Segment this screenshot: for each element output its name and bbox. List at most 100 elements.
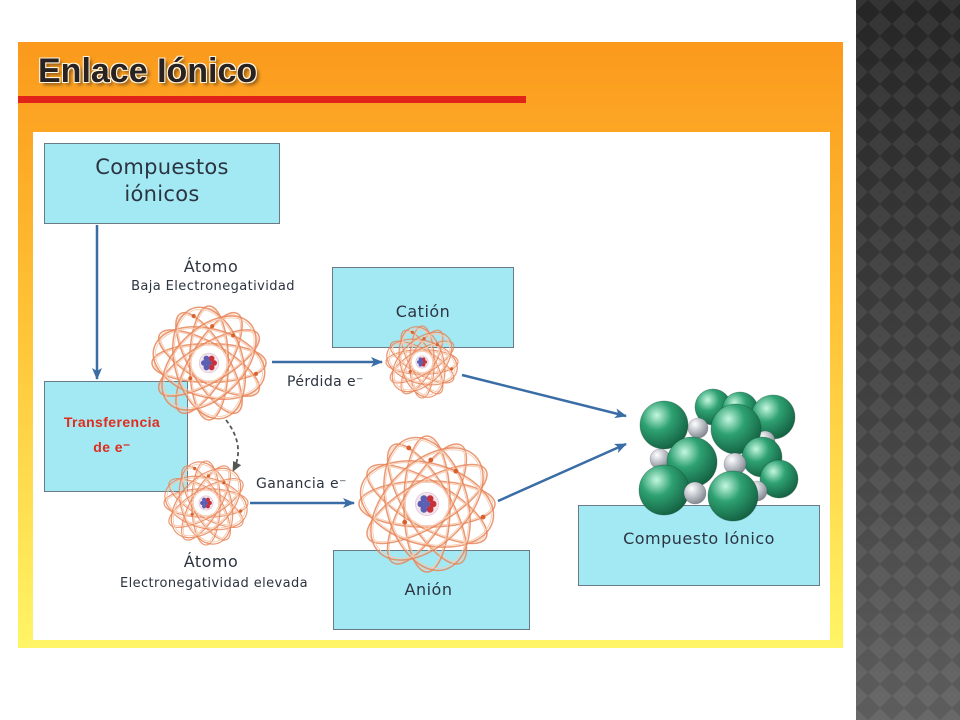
atom-orbit-highlight: [400, 328, 444, 396]
proton: [207, 500, 212, 506]
atom-orbit-highlight: [388, 445, 466, 563]
atom-orbit-highlight: [180, 463, 232, 543]
proton: [429, 500, 437, 508]
neutron: [200, 500, 205, 506]
electron-loss-label: Pérdida e⁻: [287, 374, 364, 390]
electron: [406, 445, 412, 451]
atom-orbit: [366, 463, 488, 545]
atom-orbit: [178, 461, 234, 545]
atom-orbit: [359, 460, 495, 548]
proton: [205, 497, 210, 502]
neutron: [203, 364, 210, 371]
neutron: [420, 360, 424, 364]
proton: [208, 364, 215, 371]
atom-orbit: [391, 331, 453, 393]
atom-orbit-highlight: [362, 462, 492, 546]
atom-orbit-highlight: [385, 439, 469, 569]
atom-orbit: [403, 435, 451, 573]
electron: [435, 343, 439, 347]
box-label: Catión: [395, 301, 451, 321]
electron-gain-label: Ganancia e⁻: [256, 476, 347, 492]
atom-sublabel-low-electronegativity: Baja Electronegatividad: [131, 279, 295, 294]
electron: [402, 519, 408, 525]
neutron: [420, 495, 428, 503]
electron: [191, 314, 196, 318]
dashed-electron-transfer-arrow: [225, 419, 242, 472]
atom-orbit-highlight: [372, 449, 482, 559]
box-line: Compuestos: [95, 155, 229, 179]
title-underline-bar: [18, 96, 526, 103]
atom-orbit-highlight: [360, 482, 494, 526]
neutron: [206, 360, 212, 366]
atom-orbit: [151, 342, 267, 384]
arrow-anion-to-compound: [497, 442, 627, 503]
electron: [188, 376, 193, 381]
gray-sphere: [683, 481, 707, 505]
atom-orbit: [152, 326, 266, 400]
atom-orbit: [358, 480, 496, 528]
neutron: [203, 500, 209, 506]
electron: [450, 367, 454, 371]
electron: [206, 474, 210, 478]
proton: [426, 495, 434, 503]
neutron: [423, 500, 431, 508]
box-cation: Catión: [332, 267, 514, 348]
atom-orbit-highlight: [172, 469, 240, 537]
atom-orbit-highlight: [154, 328, 264, 398]
atom-sublabel-high-electronegativity: Electronegatividad elevada: [119, 576, 309, 591]
box-transferencia: Transferencia de e⁻: [44, 381, 188, 492]
proton: [208, 355, 215, 362]
atom-orbit-highlight: [174, 308, 244, 418]
box-label: Anión: [404, 580, 453, 599]
electron: [480, 514, 486, 520]
electron: [453, 468, 459, 474]
proton: [211, 360, 218, 366]
atom-orbit: [386, 443, 468, 565]
atom-orbit: [389, 340, 455, 384]
atom-orbit: [164, 475, 248, 531]
neutron: [417, 360, 421, 364]
neutron: [418, 363, 423, 367]
atom-orbit: [157, 329, 261, 397]
atom-orbit: [175, 311, 243, 415]
proton: [426, 505, 434, 513]
box-anion: Anión: [333, 550, 530, 630]
gray-sphere: [687, 417, 709, 439]
anion-atom-icon: [358, 435, 496, 573]
atom-orbit: [172, 306, 246, 420]
electron: [410, 330, 414, 334]
electron: [428, 457, 434, 463]
proton: [205, 504, 210, 509]
atom-orbit: [170, 467, 242, 539]
electron: [408, 370, 412, 374]
atom-orbit: [188, 305, 230, 421]
atom-icon-high-electronegativity: [163, 460, 249, 546]
neutron: [202, 497, 207, 502]
atom-orbit: [366, 463, 488, 545]
arrow-cation-to-compound: [461, 373, 627, 419]
green-sphere: [707, 470, 759, 522]
atom-orbit: [370, 447, 484, 561]
electron: [193, 466, 197, 470]
atom-orbit-highlight: [405, 437, 449, 571]
box-line: iónicos: [124, 182, 200, 206]
ionic-crystal-icon: [638, 388, 799, 522]
atom-icon-low-electronegativity: [151, 305, 267, 421]
box-compuesto-ionico: Compuesto Iónico: [578, 505, 820, 586]
box-compuestos-ionicos: Compuestos iónicos: [44, 143, 280, 224]
atom-orbit-highlight: [163, 317, 255, 409]
proton: [423, 360, 428, 364]
neutron: [420, 505, 428, 513]
neutron: [201, 360, 207, 366]
neutron: [418, 357, 423, 362]
slide-title: Enlace Iónico: [38, 52, 258, 90]
electron: [190, 512, 194, 516]
green-sphere: [759, 459, 799, 499]
cation-atom-icon: [385, 325, 459, 399]
electron: [231, 333, 236, 338]
atom-orbit-highlight: [388, 340, 456, 384]
atom-orbit: [386, 443, 468, 565]
electron: [210, 324, 215, 329]
